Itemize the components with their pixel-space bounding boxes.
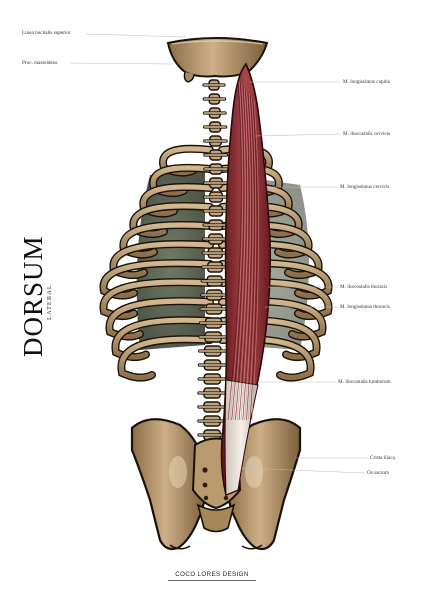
label-m-iliocostalis-lumborum: M. iliocostalis lumborum	[338, 379, 391, 385]
rib-left-fill	[118, 336, 213, 381]
label-m-longissimus-thoracis: M. longissimus thoracis	[340, 304, 390, 310]
label-m-iliocostalis-thoracis: M. iliocostalis thoracis	[340, 284, 388, 290]
rib-left-fill	[100, 279, 213, 319]
credit-text: COCO LORES DESIGN	[175, 571, 249, 578]
label-proc-mastoideus: Proc. mastoideus	[22, 60, 58, 66]
title-block: DORSUM LATERAL	[12, 225, 62, 375]
rib-left-fill	[130, 203, 213, 237]
muscle-fiber	[251, 99, 259, 421]
muscle-fiber	[231, 83, 245, 421]
muscle-fiber	[235, 86, 247, 421]
muscle-fibers	[227, 79, 259, 421]
label-linea-nuchalis-superior: Linea nuchalis superior	[22, 30, 71, 36]
rib-left-fill	[100, 260, 213, 299]
muscle-fiber	[233, 84, 246, 421]
muscle-fiber	[240, 90, 251, 421]
rib-right-fill	[219, 260, 332, 299]
muscle-fiber	[244, 93, 254, 421]
credit-underline	[168, 580, 256, 581]
rib-left-fill	[112, 317, 213, 360]
rib-left-fill	[110, 241, 213, 278]
muscle-fiber	[246, 95, 255, 421]
label-m-iliocostalis-cervicis: M. iliocostalis cervicis	[343, 131, 391, 137]
label-crista-iliaca: Crista iliaca	[370, 455, 395, 461]
rib-right-fill	[219, 279, 332, 319]
subtitle-lateral: LATERAL	[46, 284, 53, 320]
muscle-fiber	[238, 89, 250, 421]
muscle-fiber	[242, 92, 253, 421]
pelvis	[130, 418, 302, 551]
label-m-longissimus-cervicis: M. longissimus cervicis	[340, 184, 390, 190]
rib-left-fill	[106, 298, 213, 340]
vertebral-column	[197, 79, 230, 441]
skull-base	[166, 37, 269, 83]
leader-lines	[69, 33, 368, 474]
muscle-fiber	[236, 87, 249, 421]
label-os-sacrum: Os sacrum	[367, 470, 390, 476]
muscle-fiber	[248, 96, 257, 421]
erector-spinae-muscle	[220, 62, 272, 497]
rib-left-fill	[120, 222, 213, 258]
label-m-longissimus-capitis: M. longissimus capitis	[343, 79, 390, 85]
title-dorsum: DORSUM	[18, 235, 48, 357]
muscle-fiber	[229, 81, 243, 421]
muscle-fiber	[227, 79, 242, 421]
muscle-fiber	[249, 98, 258, 421]
